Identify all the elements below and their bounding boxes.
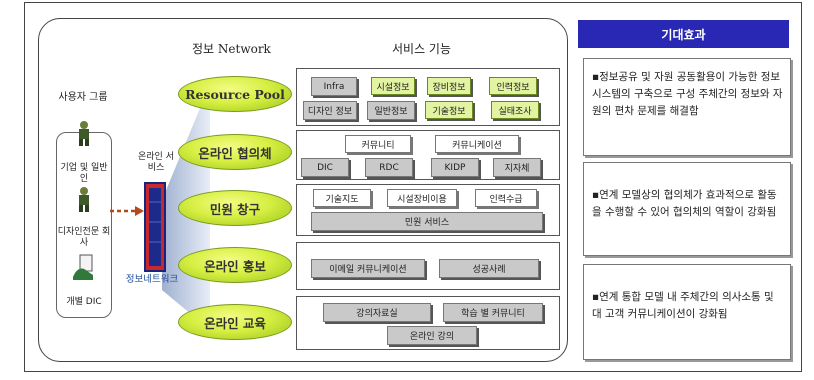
network-label: 정보네트워크 [125,274,179,285]
service-item: 성공사례 [439,259,539,278]
user-item-label: 개별 DIC [66,297,102,307]
node-online-promotion: 온라인 홍보 [178,247,292,283]
service-header: 서비스 기능 [392,42,452,56]
service-item: 학습 별 커뮤니티 [443,303,543,322]
door-icon [144,182,166,272]
service-item: 강의자료실 [323,303,431,322]
outer-frame [24,2,802,372]
effect-text: ▪연계 모델상의 협의체가 효과적으로 활동을 수행할 수 있어 협의체의 역할… [592,189,777,218]
service-item: 일반정보 [367,101,415,120]
service-item: 시설정보 [371,77,415,95]
user-item-label: 디자인전문 회사 [57,227,111,248]
flow-arrow [110,206,144,216]
service-box-council: 커뮤니티 커뮤니케이션 DIC RDC KIDP 지자체 [296,130,560,180]
service-item: Infra [311,77,357,96]
service-item: 온라인 강의 [387,326,477,345]
service-item: 지자체 [493,158,541,177]
node-online-council: 온라인 협의체 [178,134,292,170]
service-box-education: 강의자료실 학습 별 커뮤니티 온라인 강의 [296,296,560,350]
network-header: 정보 Network [192,42,271,56]
service-item: KIDP [431,158,479,177]
effect-box: ▪연계 통합 모델 내 주체간의 의사소통 및 대 고객 커뮤니케이션이 강화됨 [583,264,791,360]
hand-document-icon [73,254,93,280]
worker-icon [79,121,89,146]
user-group-title: 사용자 그룹 [58,92,108,103]
service-item: 인력수급 [475,189,537,207]
service-item: 장비정보 [427,77,471,95]
service-item: 인력정보 [489,77,537,95]
expected-effects-title: 기대효과 [578,20,789,48]
service-item: 기술정보 [425,101,473,119]
online-service-label: 온라인 서비스 [138,152,174,173]
effect-box: ▪정보공유 및 자원 공동활용이 가능한 정보 시스템의 구축으로 구성 주체간… [583,58,791,156]
service-item: 이메일 커뮤니케이션 [311,259,425,278]
service-item: 디자인 정보 [303,101,357,120]
service-item: 민원 서비스 [311,212,543,231]
service-item: RDC [365,158,413,177]
effect-text: ▪정보공유 및 자원 공동활용이 가능한 정보 시스템의 구축으로 구성 주체간… [592,71,783,117]
user-group-panel: 기업 및 일반인 디자인전문 회사 개별 DIC [56,121,112,318]
user-item-label: 기업 및 일반인 [60,163,108,184]
service-item: 커뮤니티 [345,135,411,153]
service-item: DIC [301,158,349,177]
effect-box: ▪연계 모델상의 협의체가 효과적으로 활동을 수행할 수 있어 협의체의 역할… [583,162,791,256]
effect-text: ▪연계 통합 모델 내 주체간의 의사소통 및 대 고객 커뮤니케이션이 강화됨 [592,291,774,320]
node-resource-pool: Resource Pool [178,76,292,112]
service-box-civil: 기술지도 시설장비이용 인력수급 민원 서비스 [296,184,560,236]
service-item: 커뮤니케이션 [435,135,519,153]
node-online-education: 온라인 교육 [178,304,292,340]
service-box-resource-pool: Infra 시설정보 장비정보 인력정보 디자인 정보 일반정보 기술정보 실태… [296,68,560,126]
service-item: 실태조사 [491,101,539,119]
service-item: 기술지도 [313,189,371,207]
service-box-promotion: 이메일 커뮤니케이션 성공사례 [296,242,560,290]
node-civil-window: 민원 창구 [178,190,292,226]
service-item: 시설장비이용 [387,189,457,207]
worker-icon [79,187,89,212]
